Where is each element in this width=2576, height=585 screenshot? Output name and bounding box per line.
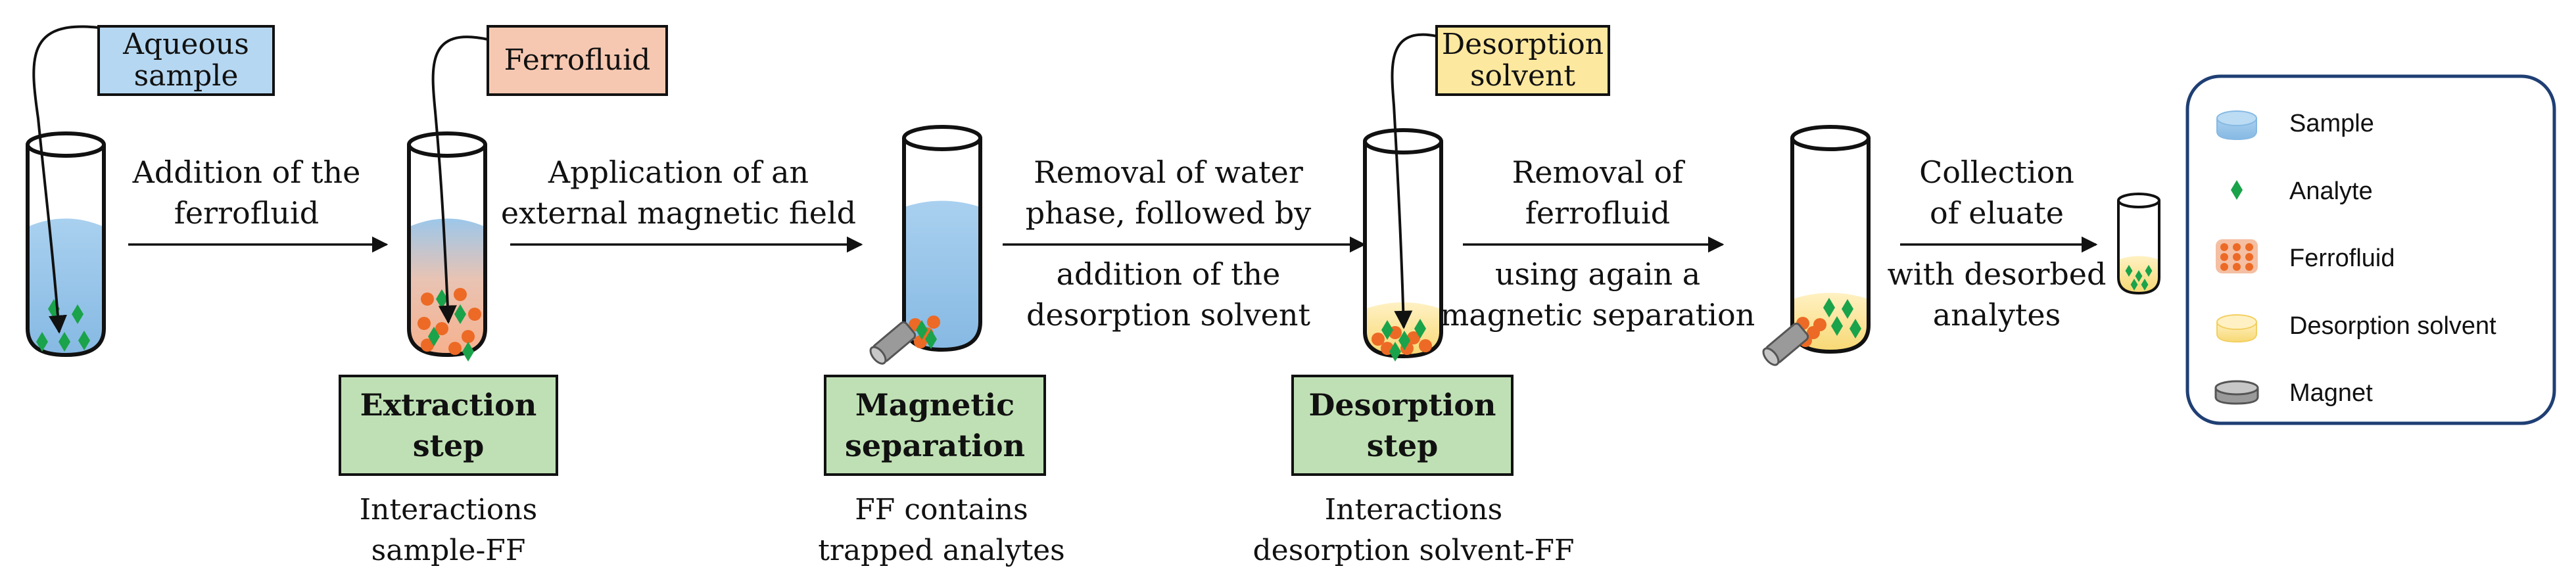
svg-text:Removal of water: Removal of water [1034, 154, 1303, 190]
svg-text:sample-FF: sample-FF [371, 534, 526, 567]
step-box-magnetic-separation: Magnetic separation [824, 375, 1046, 476]
svg-text:Application of an: Application of an [548, 154, 809, 190]
svg-text:external magnetic field: external magnetic field [501, 195, 856, 231]
legend: Sample Analyte Ferrofluid Desorption sol… [2185, 74, 2556, 425]
legend-item-ferrofluid: Ferrofluid [2216, 239, 2395, 273]
label-ferrofluid: Ferrofluid [487, 25, 668, 96]
svg-text:trapped analytes: trapped analytes [818, 534, 1065, 567]
svg-text:ferrofluid: ferrofluid [1525, 195, 1670, 231]
pipette-line-aqueous [32, 25, 99, 334]
tube-magnetic-separation [867, 125, 982, 367]
svg-text:phase, followed by: phase, followed by [1026, 195, 1312, 231]
svg-text:Desorption: Desorption [1442, 28, 1604, 61]
svg-text:Aqueous: Aqueous [122, 28, 249, 61]
arrow-removal-ferrofluid: Removal of ferrofluid using again a magn… [1441, 154, 1755, 333]
step-box-extraction: Extraction step [339, 375, 558, 476]
svg-text:Magnetic: Magnetic [855, 387, 1014, 423]
caption-extraction: Interactions sample-FF [360, 493, 538, 567]
svg-text:ferrofluid: ferrofluid [174, 195, 319, 231]
svg-text:sample: sample [134, 59, 239, 93]
arrow-magnetic-field: Application of an external magnetic fiel… [501, 154, 863, 253]
svg-text:separation: separation [845, 428, 1025, 463]
label-aqueous-sample: Aqueous sample [97, 25, 275, 96]
svg-text:Sample: Sample [2289, 110, 2374, 137]
svg-text:Ferrofluid: Ferrofluid [2289, 245, 2395, 272]
svg-text:desorption solvent-FF: desorption solvent-FF [1252, 534, 1574, 567]
arrow-addition-ferrofluid: Addition of the ferrofluid [128, 154, 389, 253]
svg-text:Removal of: Removal of [1512, 154, 1686, 190]
svg-text:of eluate: of eluate [1930, 195, 2064, 231]
step-box-desorption: Desorption step [1291, 375, 1514, 476]
svg-text:Desorption solvent: Desorption solvent [2289, 312, 2496, 340]
svg-text:Interactions: Interactions [360, 493, 538, 526]
svg-text:desorption solvent: desorption solvent [1026, 297, 1310, 333]
tube-ferrofluid [407, 35, 489, 362]
svg-text:with desorbed: with desorbed [1888, 256, 2107, 292]
tube-desorption [1363, 33, 1443, 362]
svg-text:Addition of the: Addition of the [132, 154, 361, 190]
arrow-collection-eluate: Collection of eluate with desorbed analy… [1888, 154, 2107, 333]
svg-text:analytes: analytes [1933, 297, 2061, 333]
tube-eluate [2117, 193, 2160, 295]
svg-text:Interactions: Interactions [1325, 493, 1503, 526]
svg-text:step: step [1367, 428, 1439, 463]
svg-text:addition of the: addition of the [1057, 256, 1281, 292]
svg-text:FF contains: FF contains [855, 493, 1028, 526]
caption-magnetic-separation: FF contains trapped analytes [818, 493, 1065, 567]
pipette-line-ferrofluid [431, 35, 489, 324]
pipette-line-desorption [1391, 33, 1437, 329]
legend-item-sample: Sample [2216, 110, 2374, 141]
tube-ferrofluid-removal [1759, 125, 1871, 369]
svg-text:Magnet: Magnet [2289, 379, 2373, 407]
svg-text:magnetic separation: magnetic separation [1441, 297, 1755, 333]
legend-item-desorption-solvent: Desorption solvent [2216, 312, 2496, 343]
legend-item-analyte: Analyte [2231, 177, 2373, 205]
svg-text:Analyte: Analyte [2289, 177, 2373, 205]
legend-item-magnet: Magnet [2214, 379, 2373, 407]
svg-text:step: step [413, 428, 485, 463]
svg-text:Extraction: Extraction [360, 387, 537, 423]
svg-text:Ferrofluid: Ferrofluid [504, 43, 651, 77]
caption-desorption: Interactions desorption solvent-FF [1252, 493, 1574, 567]
svg-text:solvent: solvent [1470, 59, 1575, 93]
magnet-icon [867, 319, 918, 367]
label-desorption-solvent: Desorption solvent [1435, 25, 1610, 96]
arrow-removal-water: Removal of water phase, followed by addi… [1003, 154, 1366, 333]
svg-text:Desorption: Desorption [1309, 387, 1496, 423]
svg-text:using again a: using again a [1495, 256, 1700, 292]
svg-text:Collection: Collection [1919, 154, 2074, 190]
tube-aqueous-sample [26, 25, 106, 358]
